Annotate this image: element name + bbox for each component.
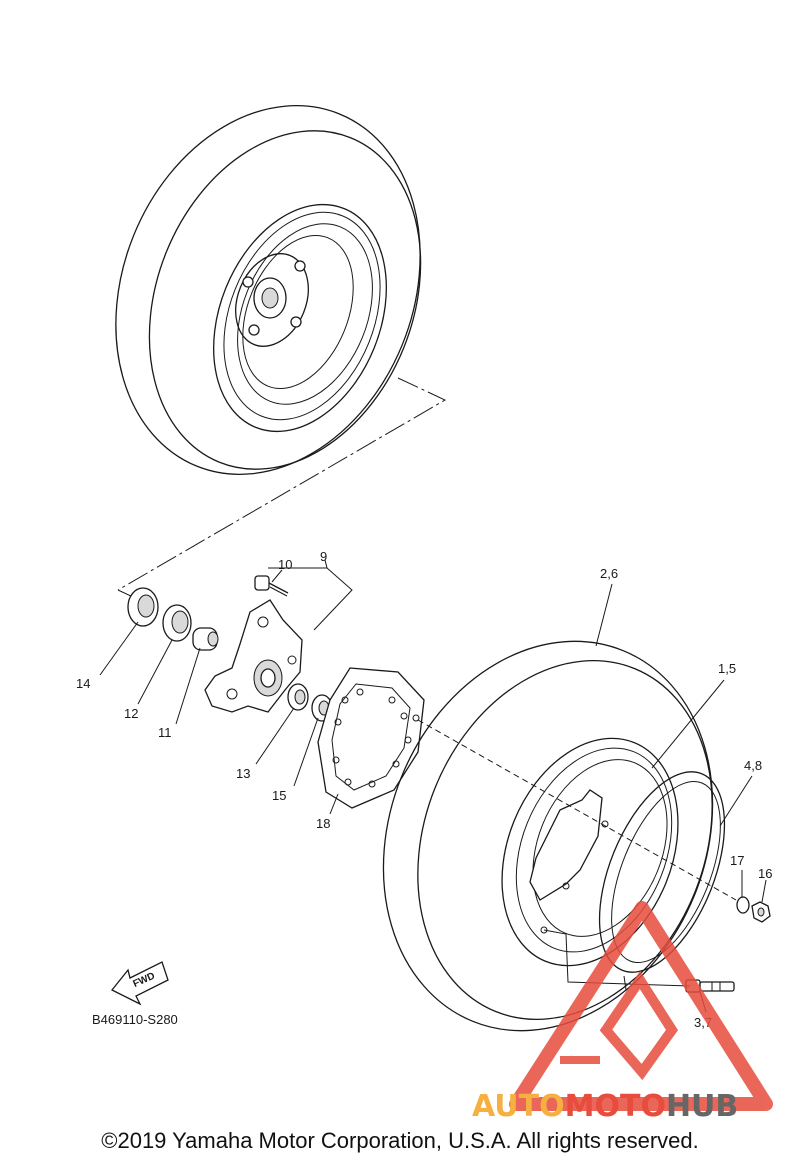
watermark-logo — [509, 901, 773, 1111]
copyright-text: ©2019 Yamaha Motor Corporation, U.S.A. A… — [101, 1128, 699, 1153]
callout-10: 10 — [278, 557, 292, 572]
watermark-hub: HUB — [666, 1089, 738, 1124]
part-10-bolt — [254, 575, 289, 597]
part-4-8-rim-ring — [598, 771, 726, 973]
part-1-5-wheel — [501, 737, 679, 967]
callout-12: 12 — [124, 706, 138, 721]
callout-labels: 9 10 14 12 11 13 15 18 2,6 1,5 4,8 17 16… — [76, 549, 772, 1030]
callout-17: 17 — [730, 853, 744, 868]
callout-16: 16 — [758, 866, 772, 881]
callout-11: 11 — [158, 725, 172, 740]
hub-assembly — [127, 559, 353, 722]
assembled-wheel — [115, 105, 447, 599]
leader-lines — [99, 569, 767, 1013]
forward-arrow: FWD — [110, 961, 169, 1006]
callout-9: 9 — [320, 549, 327, 564]
part-2-6-tire — [382, 640, 714, 1032]
watermark-text: AUTOMOTOHUB — [472, 1089, 738, 1124]
part-17-washer — [736, 896, 750, 914]
diagram-code: B469110-S280 — [92, 1012, 178, 1027]
watermark-auto: AUTO — [472, 1089, 565, 1124]
watermark-moto: MOTO — [565, 1089, 666, 1124]
callout-15: 15 — [272, 788, 286, 803]
callout-2-6: 2,6 — [600, 566, 618, 581]
callout-14: 14 — [76, 676, 90, 691]
part-9-hub — [204, 599, 303, 713]
part-16-nut — [751, 901, 771, 923]
callout-18: 18 — [316, 816, 330, 831]
callout-13: 13 — [236, 766, 250, 781]
part-18-brake-disc — [317, 667, 425, 809]
callout-4-8: 4,8 — [744, 758, 762, 773]
callout-1-5: 1,5 — [718, 661, 736, 676]
